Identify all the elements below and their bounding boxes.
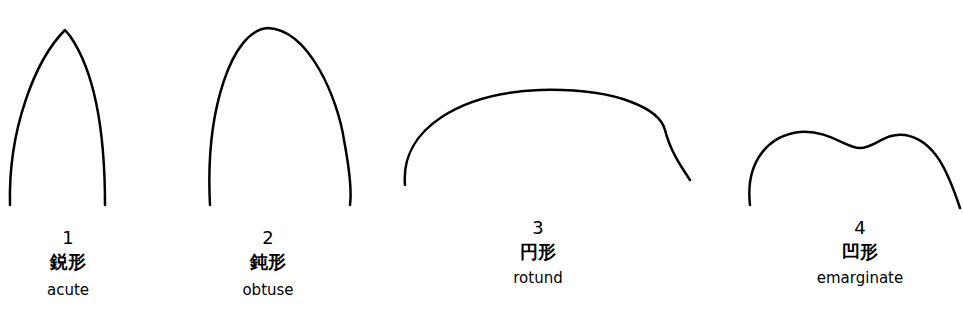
shape-number: 3: [532, 218, 543, 238]
shape-number: 4: [854, 218, 865, 238]
shape-number: 1: [62, 228, 73, 248]
acute-apex-outline: [10, 30, 105, 205]
emarginate-apex-outline: [749, 132, 960, 208]
shape-name-en: acute: [47, 282, 89, 299]
shape-name-ja: 凹形: [842, 242, 878, 262]
shape-name-en: emarginate: [817, 270, 903, 287]
rotund-apex-outline: [405, 90, 690, 185]
obtuse-apex-outline: [209, 28, 350, 205]
shape-name-ja: 鋭形: [50, 252, 86, 272]
shape-number: 2: [262, 228, 273, 248]
shape-name-en: rotund: [513, 270, 562, 287]
shape-name-en: obtuse: [242, 282, 293, 299]
shape-name-ja: 円形: [520, 242, 556, 262]
shape-name-ja: 鈍形: [250, 252, 286, 272]
